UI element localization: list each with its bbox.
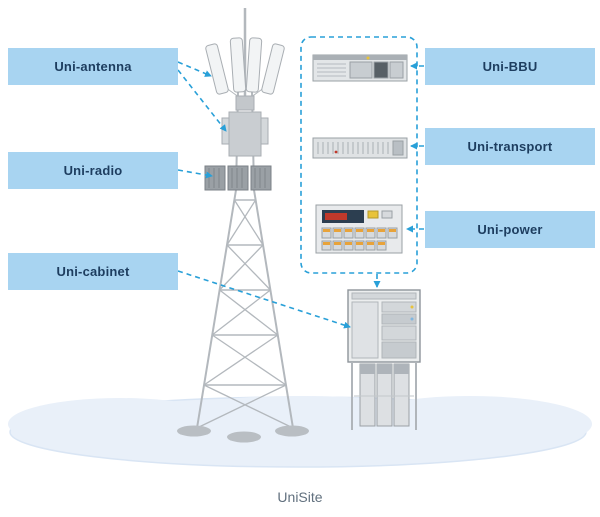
arrow-uni-cabinet — [177, 270, 351, 329]
cabinet-icon — [347, 289, 421, 363]
cabinet-modules-icon — [351, 362, 417, 430]
label-uni-radio: Uni-radio — [8, 152, 178, 189]
arrow-uni-antenna-top — [177, 61, 212, 77]
tower-feet — [177, 425, 309, 443]
label-uni-power-text: Uni-power — [477, 222, 543, 237]
equipment-group-outline — [300, 36, 418, 274]
arrow-uni-radio — [177, 169, 213, 179]
label-uni-radio-text: Uni-radio — [63, 163, 123, 178]
label-uni-cabinet-text: Uni-cabinet — [56, 264, 130, 279]
label-uni-antenna-text: Uni-antenna — [54, 59, 132, 74]
label-uni-bbu-text: Uni-BBU — [482, 59, 538, 74]
label-uni-cabinet: Uni-cabinet — [8, 253, 178, 290]
label-uni-transport: Uni-transport — [425, 128, 595, 165]
diagram-caption: UniSite — [277, 489, 323, 505]
power-unit-icon — [315, 204, 403, 254]
label-uni-antenna: Uni-antenna — [8, 48, 178, 85]
label-uni-transport-text: Uni-transport — [467, 139, 553, 154]
label-uni-bbu: Uni-BBU — [425, 48, 595, 85]
rru-units-icon — [204, 165, 272, 191]
transport-unit-icon — [312, 137, 408, 159]
tower-midsection-icon — [221, 111, 269, 157]
label-uni-power: Uni-power — [425, 211, 595, 248]
arrow-uni-antenna-mid — [177, 69, 227, 132]
antenna-panels-icon — [205, 37, 285, 111]
bbu-unit-icon — [312, 54, 408, 82]
connector-arrows — [177, 61, 424, 329]
